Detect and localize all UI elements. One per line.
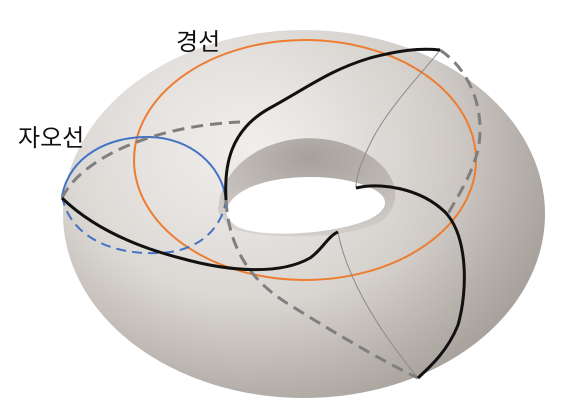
longitude-label: 경선 <box>176 28 221 56</box>
geodesic-upper <box>224 47 441 201</box>
thin-meridian-upper <box>355 49 441 189</box>
hidden-path-lower-center <box>224 199 419 380</box>
geodesic-right <box>355 184 466 380</box>
torus-hole <box>226 177 386 234</box>
geodesic-lower-left <box>60 196 339 272</box>
hidden-path-left-arc <box>60 120 241 199</box>
thin-meridian-lower <box>337 231 419 379</box>
hidden-path-right-side <box>439 48 482 215</box>
meridian-circle-front <box>61 135 227 201</box>
meridian-label: 자오선 <box>18 124 85 152</box>
